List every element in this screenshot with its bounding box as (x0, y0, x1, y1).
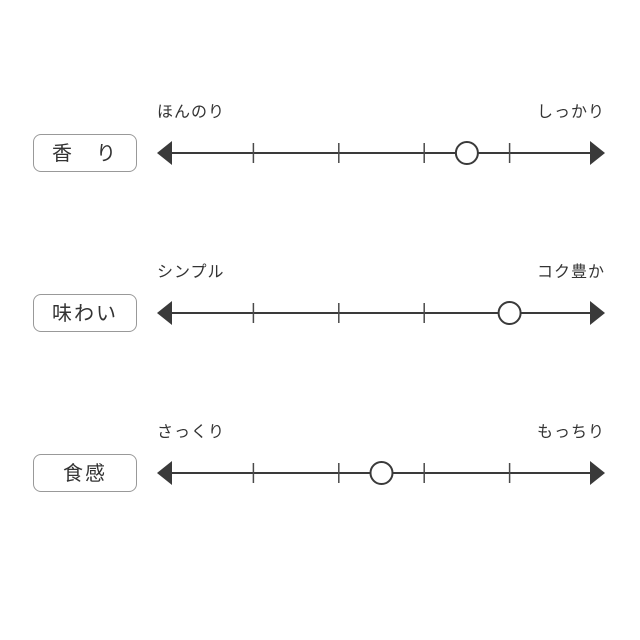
category-label-taste: 味わい (52, 301, 118, 325)
right-anchor-label-taste: コク豊か (536, 262, 605, 281)
left-anchor-label-texture: さっくり (157, 422, 226, 441)
left-anchor-label-aroma: ほんのり (157, 102, 226, 121)
row-texture: 食感 さっくり もっちり (0, 418, 640, 528)
category-box-taste: 味わい (33, 294, 137, 332)
value-marker (369, 461, 394, 485)
category-box-texture: 食感 (33, 454, 137, 492)
value-marker (497, 301, 522, 325)
scale-taste (157, 301, 605, 325)
left-arrow-icon (157, 141, 172, 165)
right-anchor-label-texture: もっちり (536, 422, 605, 441)
right-arrow-icon (590, 301, 605, 325)
left-arrow-icon (157, 301, 172, 325)
category-box-aroma: 香 り (33, 134, 137, 172)
value-marker (454, 141, 479, 165)
left-arrow-icon (157, 461, 172, 485)
right-arrow-icon (590, 461, 605, 485)
scale-aroma (157, 141, 605, 165)
left-anchor-label-taste: シンプル (157, 262, 225, 281)
right-anchor-label-aroma: しっかり (536, 102, 605, 121)
row-aroma: 香 り ほんのり しっかり (0, 98, 640, 208)
category-label-texture: 食感 (63, 461, 107, 485)
right-arrow-icon (590, 141, 605, 165)
scale-texture (157, 461, 605, 485)
row-taste: 味わい シンプル コク豊か (0, 258, 640, 368)
category-label-aroma: 香 り (52, 141, 118, 165)
